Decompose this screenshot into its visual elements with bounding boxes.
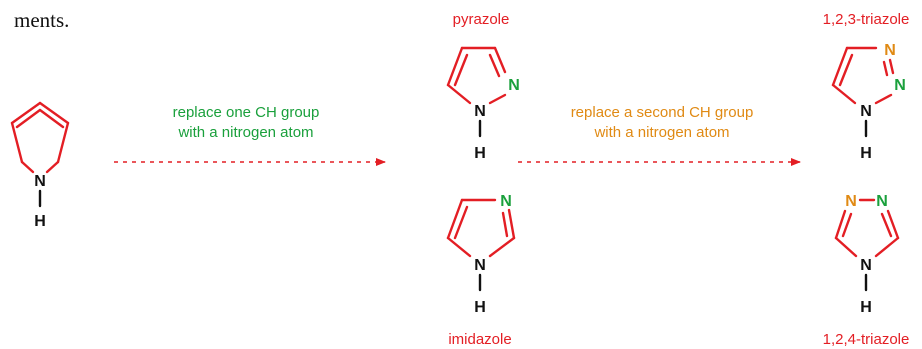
double-bond: [880, 212, 893, 238]
molecule-1-2-3-triazole: 1,2,3-triazole N N N H: [823, 11, 910, 162]
bond: [831, 83, 857, 105]
intro-text: ments.: [14, 8, 69, 32]
double-bond: [453, 205, 469, 240]
molecule-imidazole: N N H imidazole: [446, 193, 516, 348]
double-bond: [501, 211, 509, 238]
h-atom: H: [474, 145, 486, 162]
n-atom-green: N: [508, 77, 520, 94]
step2-caption-line2: with a nitrogen atom: [593, 124, 729, 141]
bond: [488, 93, 507, 105]
double-bond: [453, 53, 469, 87]
n-atom-green: N: [500, 193, 512, 210]
bond: [874, 236, 900, 258]
molecule-pyrrole: N H: [10, 101, 70, 230]
bond: [834, 236, 858, 258]
n-atom-green: N: [894, 77, 906, 94]
double-bond: [841, 212, 853, 238]
bond: [831, 46, 849, 87]
bond: [834, 209, 847, 240]
n-atom-orange: N: [845, 193, 857, 210]
bond: [38, 101, 70, 125]
step1-caption-line2: with a nitrogen atom: [177, 124, 313, 141]
imidazole-label: imidazole: [448, 331, 511, 348]
double-bond: [882, 60, 889, 77]
n-atom: N: [474, 257, 486, 274]
bond: [10, 121, 24, 164]
bond: [446, 236, 472, 258]
double-bond: [838, 53, 854, 87]
bond: [45, 160, 60, 174]
h-atom: H: [34, 213, 46, 230]
n-atom: N: [34, 173, 46, 190]
n-atom: N: [860, 257, 872, 274]
bond: [488, 236, 516, 258]
molecule-1-2-4-triazole: N N N H 1,2,4-triazole: [823, 193, 910, 348]
bond: [886, 209, 900, 240]
n-atom-orange: N: [884, 42, 896, 59]
n-atom-green: N: [876, 193, 888, 210]
triazole-124-label: 1,2,4-triazole: [823, 331, 910, 348]
double-bond: [15, 108, 42, 129]
double-bond: [38, 108, 65, 129]
bond: [874, 93, 893, 105]
triazole-123-label: 1,2,3-triazole: [823, 11, 910, 28]
bond: [446, 83, 472, 105]
pyrazole-label: pyrazole: [453, 11, 510, 28]
bond: [493, 46, 507, 74]
bond: [10, 101, 42, 125]
bond: [507, 208, 516, 240]
molecule-pyrazole: pyrazole N N H: [446, 11, 520, 162]
n-atom: N: [474, 103, 486, 120]
double-bond: [488, 53, 501, 78]
h-atom: H: [474, 299, 486, 316]
h-atom: H: [860, 145, 872, 162]
bond: [56, 121, 70, 164]
h-atom: H: [860, 299, 872, 316]
step1-caption-line1: replace one CH group: [173, 104, 320, 121]
bond: [446, 198, 464, 240]
double-bond: [888, 58, 895, 75]
bond: [446, 46, 464, 87]
bond: [20, 160, 35, 174]
step2-caption-line1: replace a second CH group: [571, 104, 754, 121]
n-atom: N: [860, 103, 872, 120]
